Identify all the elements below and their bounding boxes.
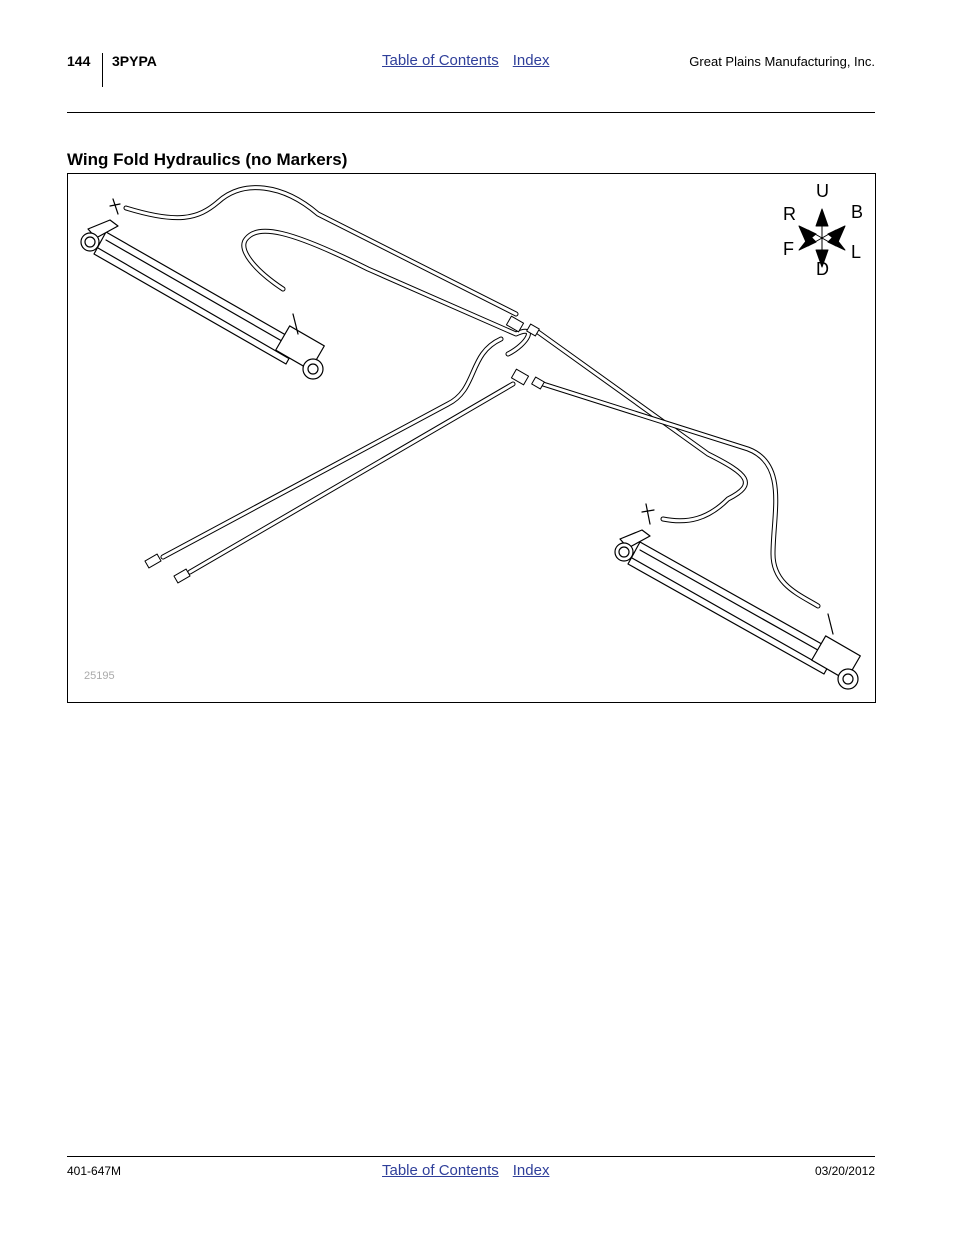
hydraulics-figure: U D R B F L 25195 <box>67 173 876 703</box>
hydraulics-drawing <box>80 185 861 690</box>
footer-rule <box>67 1156 875 1157</box>
hose-end-fitting-2 <box>173 568 191 584</box>
index-link[interactable]: Index <box>512 1162 550 1179</box>
document-number: 401-647M <box>67 1164 122 1178</box>
hose-end-fitting-1 <box>144 553 162 569</box>
company-name: Great Plains Manufacturing, Inc. <box>689 54 875 69</box>
compass-left-label: L <box>851 242 862 262</box>
header-divider <box>102 53 103 87</box>
compass-right-label: R <box>783 204 796 224</box>
hose-long-left-2 <box>187 381 516 575</box>
footer-nav: Table of Contents Index <box>382 1162 549 1180</box>
model-name: 3PYPA <box>112 53 157 69</box>
section-title: Wing Fold Hydraulics (no Markers) <box>67 150 348 169</box>
page-number: 144 <box>67 53 91 69</box>
compass-up-label: U <box>816 181 829 201</box>
index-link[interactable]: Index <box>512 52 550 69</box>
hydraulic-cylinder-left <box>80 198 325 380</box>
hose-upper <box>123 185 519 317</box>
compass-rose <box>798 208 846 268</box>
figure-id: 25195 <box>84 670 115 682</box>
hose-loop-left <box>241 228 531 357</box>
publish-date: 03/20/2012 <box>814 1164 875 1178</box>
hose-right-2 <box>540 381 821 609</box>
compass-back-label: B <box>851 202 864 222</box>
header-nav: Table of Contents Index <box>382 52 549 70</box>
hose-right-1 <box>535 329 748 524</box>
tee-fitting-2 <box>510 368 545 390</box>
compass-front-label: F <box>783 239 794 259</box>
hydraulic-cylinder-right <box>614 503 861 690</box>
compass-down-label: D <box>816 259 829 279</box>
hose-long-left-1 <box>160 336 504 560</box>
tee-fitting-1 <box>505 315 540 337</box>
header-rule <box>67 112 875 113</box>
toc-link[interactable]: Table of Contents <box>382 52 499 69</box>
toc-link[interactable]: Table of Contents <box>382 1162 499 1179</box>
